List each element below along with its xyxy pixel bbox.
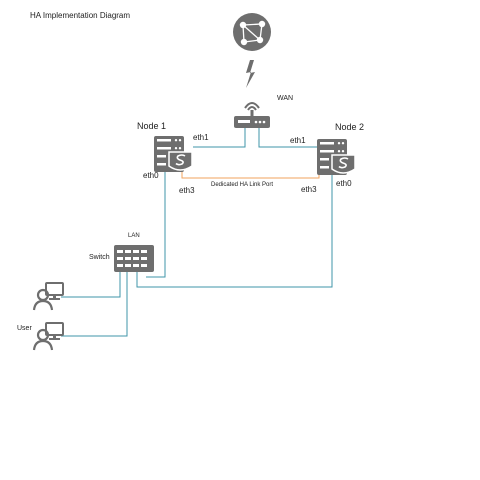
user-computer-icon	[32, 322, 64, 351]
ha-link-label: Dedicated HA Link Port	[211, 182, 274, 188]
lan-label: LAN	[128, 233, 140, 239]
node1-label: Node 1	[137, 121, 167, 131]
node1-server-icon	[154, 136, 193, 172]
node2-eth0-label: eth0	[336, 179, 352, 188]
link-node1-switch	[146, 171, 166, 278]
node1-eth3-label: eth3	[179, 186, 195, 195]
link-router-node2	[258, 128, 317, 148]
node1-eth1-label: eth1	[193, 133, 209, 142]
node2-label: Node 2	[335, 122, 365, 132]
link-router-node1	[193, 128, 246, 148]
connections	[61, 128, 333, 337]
node2-eth3-label: eth3	[301, 185, 317, 194]
node2-eth1-label: eth1	[290, 136, 306, 145]
switch-label: Switch	[89, 254, 110, 261]
user-computer-icon	[32, 282, 64, 311]
link-node2-switch	[136, 175, 333, 288]
switch-icon	[114, 245, 154, 272]
globe-icon	[233, 13, 271, 51]
link-switch-user1	[61, 272, 121, 298]
diagram-title: HA Implementation Diagram	[30, 11, 131, 20]
node2-server-icon	[317, 139, 356, 175]
lightning-icon	[246, 60, 255, 88]
user-label: User	[17, 325, 32, 332]
router-icon	[234, 102, 270, 128]
ha-link-line	[181, 171, 320, 179]
wan-label: WAN	[277, 95, 294, 102]
link-switch-user2	[61, 272, 128, 337]
node1-eth0-label: eth0	[143, 171, 159, 180]
